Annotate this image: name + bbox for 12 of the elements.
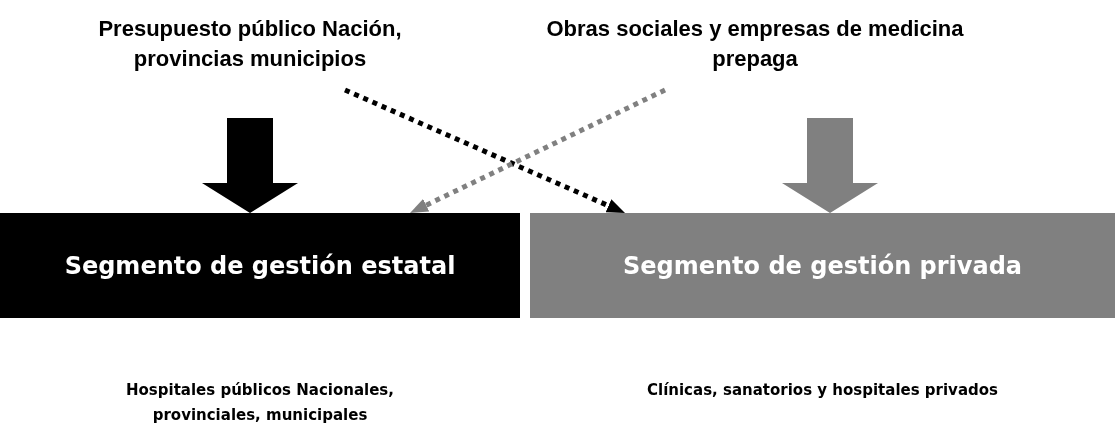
block-arrow — [782, 118, 878, 213]
segment-title: Segmento de gestión privada — [622, 251, 1023, 280]
segment-box — [530, 213, 1115, 318]
dotted-arrow — [410, 87, 667, 213]
funding-source-text: Presupuesto público Nación, provincias municipios — [70, 14, 430, 74]
funding-source-text: Obras sociales y empresas de medicina prepaga — [520, 14, 990, 74]
segment-title: Segmento de gestión estatal — [64, 251, 456, 280]
dotted-arrow — [344, 87, 625, 213]
block-arrow — [202, 118, 298, 213]
segment-caption: Hospitales públicos Nacionales, provinciales, municipales — [125, 380, 395, 426]
segment-box — [0, 213, 520, 318]
segment-caption: Clínicas, sanatorios y hospitales privados — [646, 380, 999, 401]
